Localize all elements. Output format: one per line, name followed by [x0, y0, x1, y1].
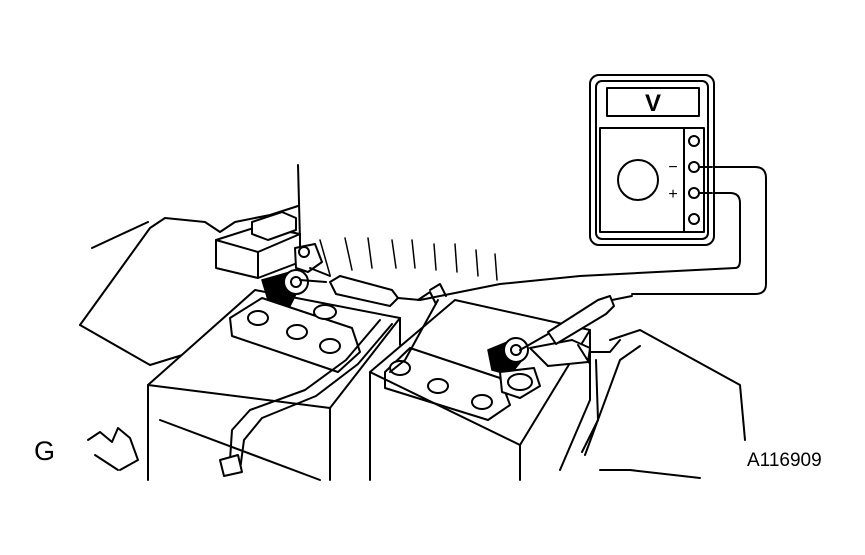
meter-dial	[617, 159, 659, 201]
meter-jack-1	[688, 135, 700, 147]
voltmeter-icon: V − +	[589, 74, 715, 246]
meter-body	[599, 127, 705, 233]
probe-positive	[519, 295, 633, 351]
meter-display	[606, 87, 700, 117]
probe-negative	[299, 275, 421, 307]
meter-jack-4	[688, 213, 700, 225]
battery-right	[369, 299, 621, 481]
meter-jack-plus	[688, 187, 700, 199]
battery-left	[147, 243, 401, 481]
test-leads	[419, 166, 767, 301]
figure-id-label: A116909	[747, 450, 822, 471]
battery-cables	[219, 283, 447, 477]
meter-jack-minus	[688, 161, 700, 173]
meter-minus-label: −	[668, 159, 677, 176]
engine-bay-background	[79, 164, 746, 479]
junction-box	[215, 211, 301, 279]
figure-corner-letter: G	[34, 436, 56, 466]
meter-plus-label: +	[668, 186, 677, 203]
meter-display-text: V	[645, 90, 661, 117]
